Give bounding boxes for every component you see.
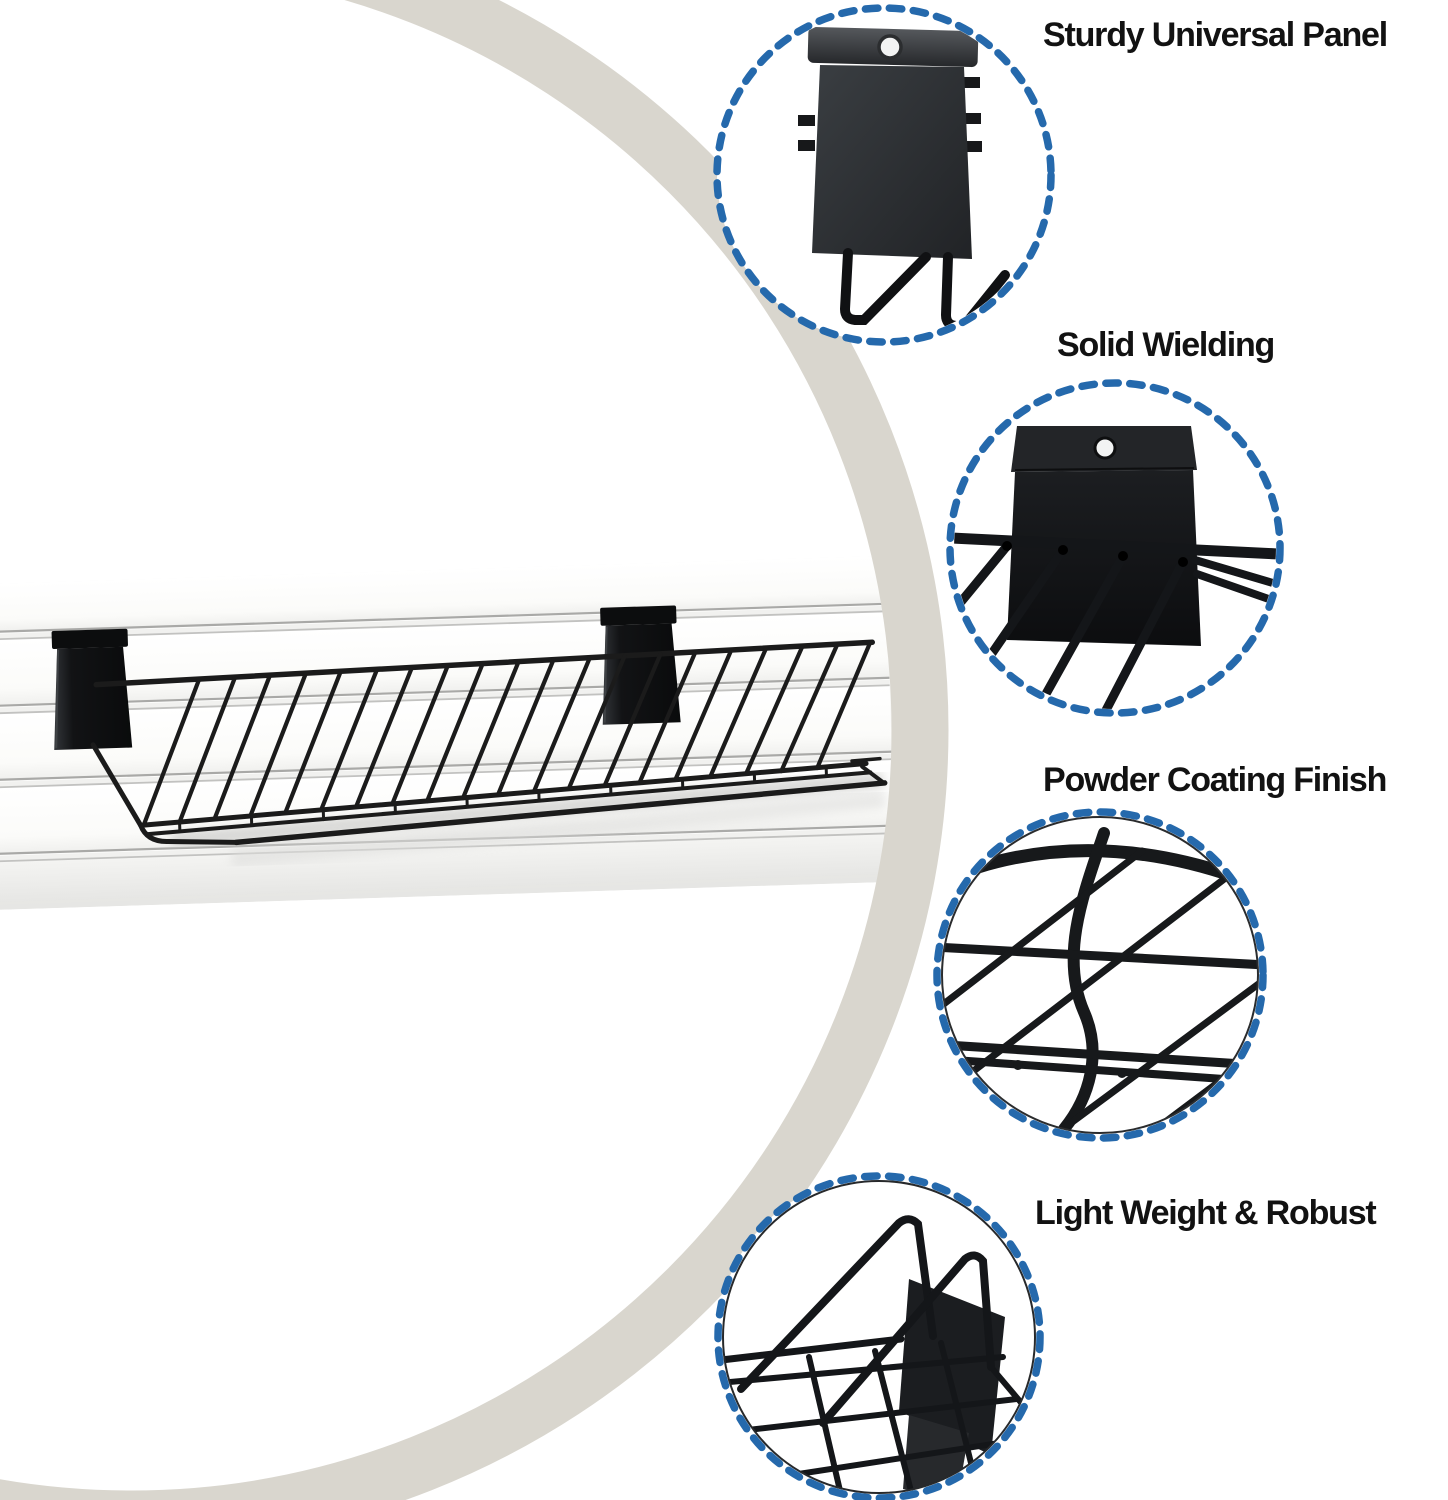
main-product-photo <box>0 555 903 910</box>
callout-bubble-solid-wielding <box>946 379 1284 717</box>
callout-label-sturdy-universal-panel: Sturdy Universal Panel <box>1043 16 1388 54</box>
callout-bubble-powder-coating-finish <box>933 808 1267 1142</box>
callout-bubble-sturdy-universal-panel <box>713 4 1055 346</box>
slatwall-shelf-illustration <box>0 555 903 910</box>
callout-bubble-light-weight-robust <box>714 1172 1044 1500</box>
callout-label-light-weight-robust: Light Weight & Robust <box>1035 1194 1377 1232</box>
callout-label-solid-wielding: Solid Wielding <box>1057 326 1275 364</box>
callout-label-powder-coating-finish: Powder Coating Finish <box>1043 761 1387 799</box>
left-mounting-bracket <box>51 628 133 751</box>
